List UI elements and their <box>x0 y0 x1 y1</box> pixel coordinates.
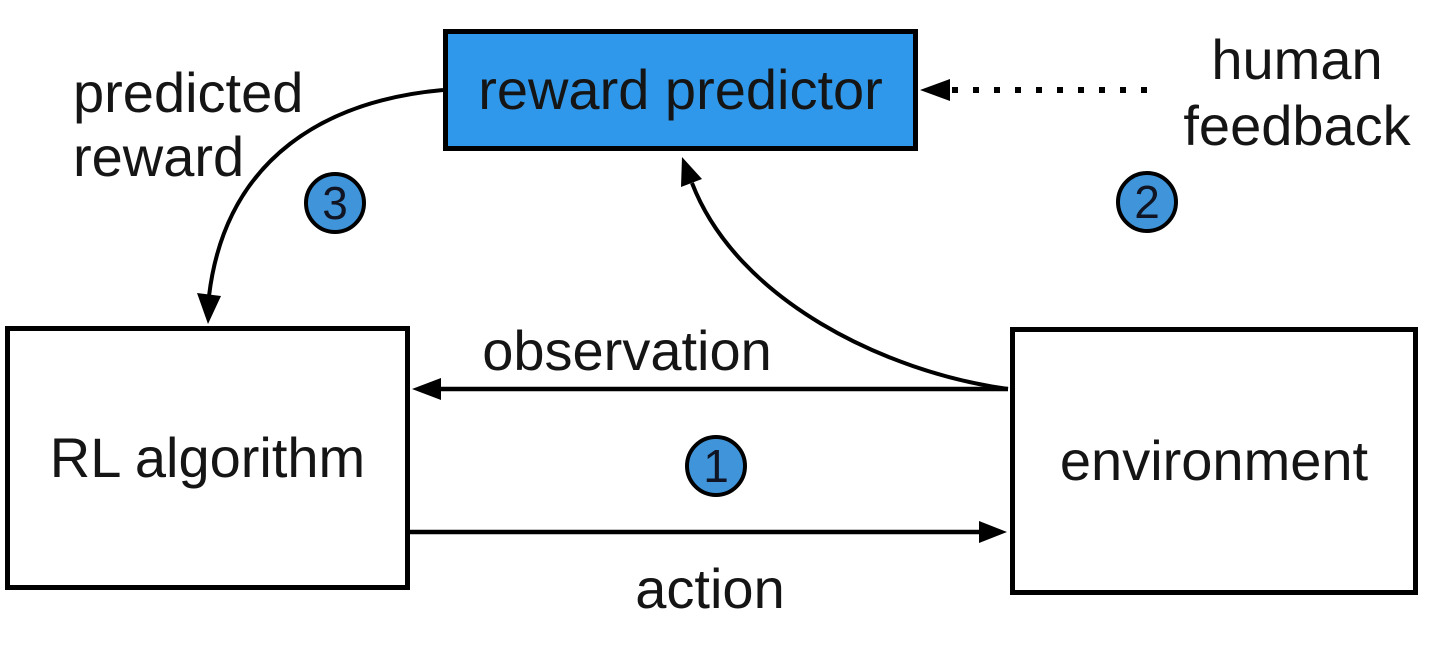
human-feedback-label-line2: feedback <box>1183 94 1411 157</box>
observation-label: observation <box>482 319 772 382</box>
node-rl-algorithm-label: RL algorithm <box>49 426 366 489</box>
predicted-reward-label-line2: reward <box>73 125 245 188</box>
step-badge-2: 2 <box>1116 171 1178 233</box>
node-reward-predictor: reward predictor <box>443 29 918 151</box>
predicted-reward-curve <box>207 88 444 297</box>
human-feedback-label-line1: human <box>1211 28 1383 91</box>
human-feedback-arrowhead-icon <box>920 79 950 101</box>
step-badge-1-number: 1 <box>703 440 729 492</box>
predicted-reward-arrowhead-icon <box>197 293 221 324</box>
predicted-reward-label: predicted reward <box>73 61 303 189</box>
step-badge-2-number: 2 <box>1134 176 1160 228</box>
node-environment: environment <box>1010 327 1418 595</box>
environment-to-reward-predictor-curve <box>690 182 1009 391</box>
human-feedback-label: human feedback <box>1183 27 1410 159</box>
node-environment-label: environment <box>1059 429 1369 492</box>
environment-to-reward-predictor-arrowhead-icon <box>681 157 702 187</box>
step-badge-1: 1 <box>685 435 747 497</box>
action-arrowhead-icon <box>979 521 1007 543</box>
node-rl-algorithm: RL algorithm <box>5 326 410 590</box>
action-label: action <box>635 557 785 620</box>
node-reward-predictor-label: reward predictor <box>478 58 883 121</box>
step-badge-3-number: 3 <box>322 177 348 229</box>
predicted-reward-label-line1: predicted <box>73 61 304 124</box>
step-badge-3: 3 <box>304 172 366 234</box>
observation-arrowhead-icon <box>412 378 441 400</box>
